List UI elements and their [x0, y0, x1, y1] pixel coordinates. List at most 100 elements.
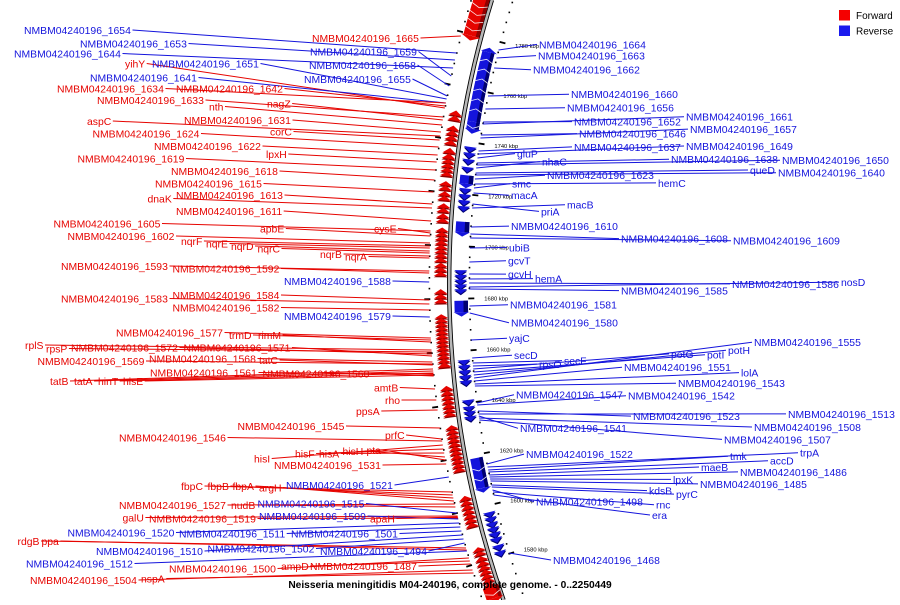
svg-text:fbpB: fbpB	[208, 482, 229, 493]
svg-text:NMBM04240196_1510: NMBM04240196_1510	[96, 547, 203, 558]
svg-text:tatC: tatC	[259, 356, 279, 367]
svg-text:NMBM04240196_1582: NMBM04240196_1582	[173, 303, 280, 314]
svg-text:nqrC: nqrC	[258, 244, 281, 255]
svg-text:1600 kbp: 1600 kbp	[510, 498, 534, 504]
svg-text:priA: priA	[541, 207, 560, 218]
svg-text:NMBM04240196_1579: NMBM04240196_1579	[284, 312, 391, 323]
svg-text:NMBM04240196_1586: NMBM04240196_1586	[732, 280, 839, 291]
svg-text:ubiB: ubiB	[509, 243, 530, 254]
svg-text:nth: nth	[209, 102, 224, 113]
svg-text:NMBM04240196_1485: NMBM04240196_1485	[700, 480, 807, 491]
svg-text:NMBM04240196_1577: NMBM04240196_1577	[116, 328, 223, 339]
svg-text:NMBM04240196_1555: NMBM04240196_1555	[754, 338, 861, 349]
svg-text:NMBM04240196_1498: NMBM04240196_1498	[536, 498, 643, 509]
svg-text:1660 kbp: 1660 kbp	[487, 347, 511, 353]
svg-text:rpsP: rpsP	[46, 344, 67, 355]
svg-text:lpxH: lpxH	[266, 150, 287, 161]
svg-text:secD: secD	[514, 351, 538, 362]
svg-text:NMBM04240196_1615: NMBM04240196_1615	[155, 179, 262, 190]
svg-text:NMBM04240196_1633: NMBM04240196_1633	[97, 96, 204, 107]
svg-text:tmk: tmk	[730, 452, 748, 463]
svg-text:NMBM04240196_1513: NMBM04240196_1513	[788, 410, 895, 421]
svg-text:NMBM04240196_1571: NMBM04240196_1571	[184, 343, 291, 354]
svg-text:lpxK: lpxK	[673, 475, 693, 486]
svg-text:NMBM04240196_1592: NMBM04240196_1592	[173, 264, 280, 275]
svg-text:NMBM04240196_1581: NMBM04240196_1581	[510, 301, 617, 312]
svg-text:NMBM04240196_1547: NMBM04240196_1547	[516, 391, 623, 402]
svg-text:pta: pta	[367, 446, 382, 457]
svg-text:NMBM04240196_1663: NMBM04240196_1663	[538, 52, 645, 63]
svg-text:NMBM04240196_1527: NMBM04240196_1527	[119, 501, 226, 512]
svg-text:era: era	[652, 511, 667, 522]
svg-text:NMBM04240196_1543: NMBM04240196_1543	[678, 379, 785, 390]
svg-text:1700 kbp: 1700 kbp	[485, 246, 509, 252]
svg-text:ppsA: ppsA	[356, 407, 380, 418]
svg-text:ampD: ampD	[281, 562, 309, 573]
svg-text:aspC: aspC	[87, 117, 112, 128]
svg-text:1680 kbp: 1680 kbp	[484, 297, 508, 303]
svg-text:gluP: gluP	[517, 150, 538, 161]
svg-text:nhaC: nhaC	[542, 158, 567, 169]
svg-text:NMBM04240196_1512: NMBM04240196_1512	[26, 559, 133, 570]
svg-text:NMBM04240196_1658: NMBM04240196_1658	[309, 61, 416, 72]
svg-text:Reverse: Reverse	[856, 27, 894, 38]
svg-text:1760 kbp: 1760 kbp	[503, 94, 527, 100]
svg-text:cysE: cysE	[374, 224, 397, 235]
svg-text:hemA: hemA	[535, 275, 562, 286]
svg-text:fbpA: fbpA	[233, 482, 254, 493]
svg-text:NMBM04240196_1657: NMBM04240196_1657	[690, 125, 797, 136]
svg-text:maeB: maeB	[701, 463, 728, 474]
svg-text:ppa: ppa	[42, 537, 60, 548]
svg-text:gcvT: gcvT	[508, 257, 531, 268]
svg-text:NMBM04240196_1654: NMBM04240196_1654	[24, 26, 131, 37]
svg-text:NMBM04240196_1610: NMBM04240196_1610	[511, 222, 618, 233]
svg-text:NMBM04240196_1640: NMBM04240196_1640	[778, 169, 885, 180]
svg-text:hisA: hisA	[319, 449, 339, 460]
svg-text:NMBM04240196_1642: NMBM04240196_1642	[176, 84, 283, 95]
svg-text:NMBM04240196_1637: NMBM04240196_1637	[574, 143, 681, 154]
svg-text:yajC: yajC	[509, 334, 530, 345]
svg-text:NMBM04240196_1588: NMBM04240196_1588	[284, 277, 391, 288]
svg-text:NMBM04240196_1609: NMBM04240196_1609	[733, 237, 840, 248]
svg-text:prfC: prfC	[385, 431, 405, 442]
svg-text:NMBM04240196_1508: NMBM04240196_1508	[754, 423, 861, 434]
svg-text:NMBM04240196_1569: NMBM04240196_1569	[38, 357, 145, 368]
svg-text:NMBM04240196_1531: NMBM04240196_1531	[274, 461, 381, 472]
svg-text:hemC: hemC	[658, 179, 686, 190]
svg-text:hisH: hisH	[343, 447, 364, 458]
svg-text:NMBM04240196_1650: NMBM04240196_1650	[782, 156, 889, 167]
svg-text:NMBM04240196_1656: NMBM04240196_1656	[567, 104, 674, 115]
svg-text:NMBM04240196_1602: NMBM04240196_1602	[68, 232, 175, 243]
svg-text:NMBM04240196_1501: NMBM04240196_1501	[291, 529, 398, 540]
svg-text:NMBM04240196_1568: NMBM04240196_1568	[149, 354, 256, 365]
svg-text:trpA: trpA	[800, 449, 819, 460]
svg-text:queD: queD	[750, 166, 775, 177]
svg-text:nosD: nosD	[841, 278, 865, 289]
svg-text:potG: potG	[671, 350, 694, 361]
svg-text:amtB: amtB	[374, 383, 398, 394]
svg-text:hisF: hisF	[295, 449, 315, 460]
svg-text:nudB: nudB	[231, 501, 255, 512]
svg-text:1580 kbp: 1580 kbp	[524, 548, 548, 554]
svg-text:yihY: yihY	[125, 59, 145, 70]
svg-text:NMBM04240196_1634: NMBM04240196_1634	[57, 84, 164, 95]
svg-text:NMBM04240196_1611: NMBM04240196_1611	[176, 207, 282, 218]
svg-text:NMBM04240196_1584: NMBM04240196_1584	[173, 291, 280, 302]
svg-text:NMBM04240196_1500: NMBM04240196_1500	[169, 564, 276, 575]
svg-text:NMBM04240196_1638: NMBM04240196_1638	[671, 155, 778, 166]
svg-text:NMBM04240196_1651: NMBM04240196_1651	[152, 59, 259, 70]
svg-text:NMBM04240196_1624: NMBM04240196_1624	[93, 129, 200, 140]
svg-text:NMBM04240196_1631: NMBM04240196_1631	[184, 116, 291, 127]
svg-text:1620 kbp: 1620 kbp	[500, 449, 524, 455]
svg-text:NMBM04240196_1665: NMBM04240196_1665	[312, 34, 419, 45]
svg-text:NMBM04240196_1659: NMBM04240196_1659	[310, 47, 417, 58]
svg-text:NMBM04240196_1593: NMBM04240196_1593	[61, 262, 168, 273]
svg-text:NMBM04240196_1523: NMBM04240196_1523	[633, 412, 740, 423]
svg-text:NMBM04240196_1660: NMBM04240196_1660	[571, 90, 678, 101]
svg-text:NMBM04240196_1622: NMBM04240196_1622	[154, 142, 261, 153]
svg-text:NMBM04240196_1560: NMBM04240196_1560	[263, 369, 370, 380]
svg-text:Neisseria meningitidis M04-240: Neisseria meningitidis M04-240196, compl…	[288, 580, 612, 591]
svg-text:NMBM04240196_1652: NMBM04240196_1652	[574, 118, 681, 129]
svg-text:nqrF: nqrF	[181, 237, 202, 248]
svg-text:accD: accD	[770, 457, 794, 468]
